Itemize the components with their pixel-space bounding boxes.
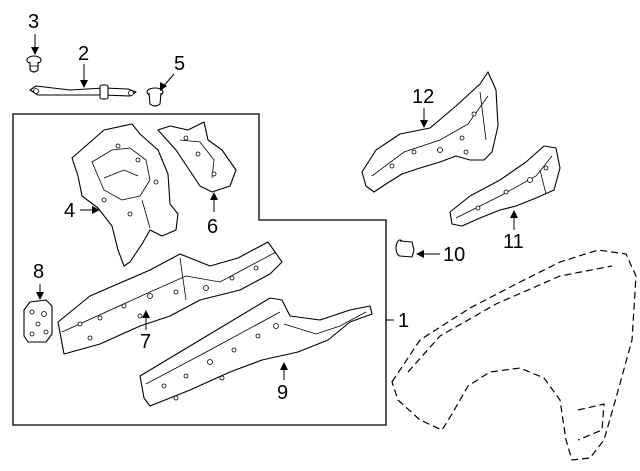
part-11-member[interactable] — [449, 145, 561, 227]
part-4-apron[interactable] — [71, 123, 179, 267]
part-3-bolt[interactable] — [26, 55, 42, 73]
part-7-rail[interactable] — [57, 241, 283, 355]
callout-3: 3 — [28, 11, 39, 33]
callout-8: 8 — [33, 261, 44, 283]
callout-5: 5 — [174, 53, 185, 75]
fender-outline — [391, 249, 637, 461]
callout-9: 9 — [277, 382, 288, 404]
part-10-pin[interactable] — [395, 239, 415, 258]
part-6-bracket[interactable] — [157, 121, 237, 193]
callout-11: 11 — [503, 231, 524, 253]
callout-1: 1 — [398, 310, 409, 332]
callout-10: 10 — [443, 244, 465, 266]
assembly-frame — [12, 113, 387, 426]
callout-12: 12 — [412, 86, 434, 108]
callout-4: 4 — [64, 200, 75, 222]
part-5-grommet[interactable] — [146, 87, 164, 107]
callout-7: 7 — [140, 331, 151, 353]
part-2-brace[interactable] — [29, 84, 137, 100]
part-9-rail[interactable] — [139, 297, 373, 407]
part-12-reinforcement[interactable] — [361, 71, 499, 193]
part-8-plate[interactable] — [23, 299, 53, 343]
callout-2: 2 — [78, 43, 89, 65]
callout-6: 6 — [207, 216, 218, 238]
